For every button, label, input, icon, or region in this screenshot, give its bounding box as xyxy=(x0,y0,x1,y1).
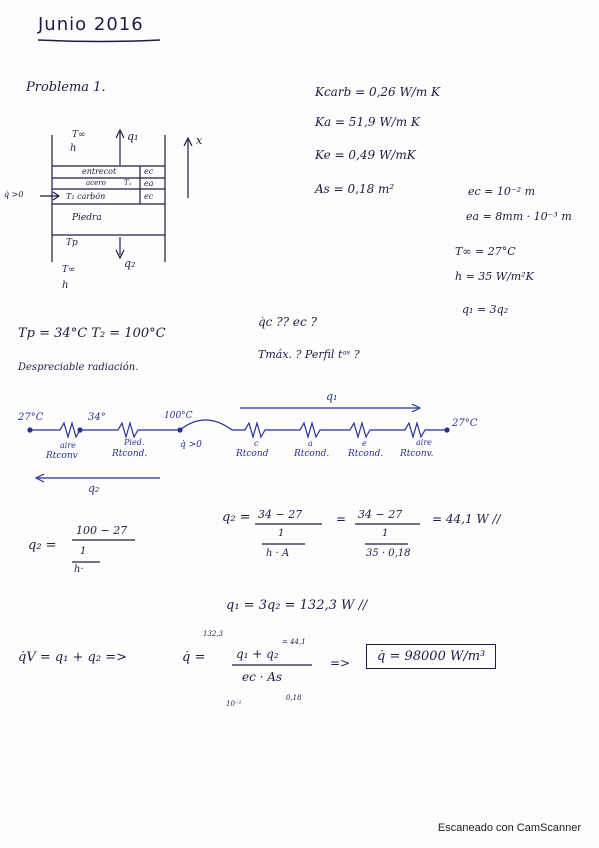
circuit-r4: Rtcond. xyxy=(294,449,330,459)
prop-kcarb: Kcarb = 0,26 W/m K xyxy=(315,85,441,99)
eq-implies: => xyxy=(330,656,351,670)
eq-q2b-den-num: 1 xyxy=(278,528,285,539)
problem-label: Problema 1. xyxy=(26,80,106,95)
prop-q1rel: q₁ = 3q₂ xyxy=(462,303,509,316)
thermal-circuit xyxy=(27,403,450,483)
circuit-r6-top: aire xyxy=(416,438,432,447)
circuit-r4-top: a xyxy=(308,439,313,448)
cond-unknowns-1: q̇c ?? ec ? xyxy=(258,315,317,329)
diagram-ec-b: ec xyxy=(144,192,154,201)
prop-as: As = 0,18 m² xyxy=(315,182,395,196)
diagram-ec-a: ec xyxy=(144,167,154,176)
circuit-r5: Rtcond. xyxy=(348,449,384,459)
scanner-watermark: Escaneado con CamScanner xyxy=(437,822,581,834)
eq-qv-lhs: q̇V = q₁ + q₂ => xyxy=(18,650,128,665)
prop-tinf: T∞ = 27°C xyxy=(455,245,516,258)
eq-final-result: q̇ = 98000 W/m³ xyxy=(366,644,497,669)
eq-note-018: 0,18 xyxy=(286,694,302,702)
diagram-layer-acero: acero xyxy=(86,179,106,187)
diagram-layer-entrecot: entrecot xyxy=(82,167,117,176)
eq-q2c-den: 35 · 0,18 xyxy=(366,548,411,559)
eq-q2b-num: 34 − 27 xyxy=(258,508,303,521)
circuit-t-right: 27°C xyxy=(452,418,478,429)
circuit-q1-label: q₁ xyxy=(326,390,338,403)
cond-unknowns-2: Tmáx. ? Perfil tᵃˢ ? xyxy=(258,348,360,361)
circuit-r2-top: Pied. xyxy=(124,438,145,447)
prop-ka: Ka = 51,9 W/m K xyxy=(315,115,420,129)
diagram-t-inf-top: T∞ xyxy=(72,130,86,140)
eq-q1-result: q₁ = 3q₂ = 132,3 W // xyxy=(226,598,368,613)
diagram-q1: q₁ xyxy=(127,130,139,143)
eq-q2-den: h· xyxy=(74,564,84,575)
diagram-qdot: q̇ >0 xyxy=(4,190,24,199)
cond-tp-t2: Tp = 34°C T₂ = 100°C xyxy=(18,326,166,341)
diagram-layer-carbon: T₂ carbón xyxy=(66,192,106,201)
circuit-t-34: 34° xyxy=(88,412,106,423)
eq-q2-num: 100 − 27 xyxy=(76,524,128,537)
eq-q2-result: = 44,1 W // xyxy=(432,512,501,526)
cond-radiation: Despreciable radiación. xyxy=(18,362,139,373)
circuit-t-100: 100°C xyxy=(164,411,193,421)
eq-note-1323: 132,3 xyxy=(203,630,224,638)
eq-qdot-lhs: q̇ = xyxy=(182,650,206,665)
circuit-r3: Rtcond xyxy=(236,449,269,459)
eq-q2-lhs: q₂ = xyxy=(28,538,57,553)
prop-ea: ea = 8mm · 10⁻³ m xyxy=(466,210,572,223)
title-underline xyxy=(37,39,161,43)
prop-h: h = 35 W/m²K xyxy=(455,270,534,283)
diagram-t1: T₁ xyxy=(124,179,132,187)
eq-note-441: = 44,1 xyxy=(282,638,306,646)
eq-q2c-den-num: 1 xyxy=(382,528,389,539)
eq-q2b-lhs: q₂ = xyxy=(222,510,251,525)
circuit-t-left: 27°C xyxy=(18,412,44,423)
eq-qdot-num: q₁ + q₂ xyxy=(236,647,279,661)
circuit-r5-top: e xyxy=(362,439,367,448)
eq-q2b-den: h · A xyxy=(266,548,290,559)
diagram-tp: Tp xyxy=(66,238,78,248)
diagram-h-bottom: h xyxy=(62,280,69,291)
diagram-t-inf-bottom: T∞ xyxy=(62,265,76,275)
circuit-q2-label: q₂ xyxy=(88,482,100,495)
page-title: Junio 2016 xyxy=(38,14,144,35)
circuit-r6: Rtconv. xyxy=(400,449,434,459)
eq-q2-den-num: 1 xyxy=(80,546,87,557)
circuit-r1-top: aire xyxy=(60,441,76,450)
prop-ke: Ke = 0,49 W/mK xyxy=(315,148,416,162)
eq-equals: = xyxy=(336,512,347,526)
diagram-x-axis: x xyxy=(196,134,203,147)
wall-diagram xyxy=(40,128,193,262)
diagram-ea: ea xyxy=(144,179,154,188)
circuit-gen: q̇ >0 xyxy=(180,440,202,450)
circuit-r1: Rtconv xyxy=(46,451,78,461)
eq-note-102: 10⁻² xyxy=(226,700,242,708)
circuit-r2: Rtcond. xyxy=(112,449,148,459)
circuit-r3-top: c xyxy=(254,439,259,448)
diagram-h-top: h xyxy=(70,143,77,154)
eq-qdot-den: ec · As xyxy=(242,670,283,684)
fraction-lines xyxy=(72,523,420,666)
diagram-q2: q₂ xyxy=(124,257,136,270)
prop-ec: ec = 10⁻² m xyxy=(468,185,536,198)
eq-q2c-num: 34 − 27 xyxy=(358,508,403,521)
diagram-layer-piedra: Piedra xyxy=(72,213,102,223)
